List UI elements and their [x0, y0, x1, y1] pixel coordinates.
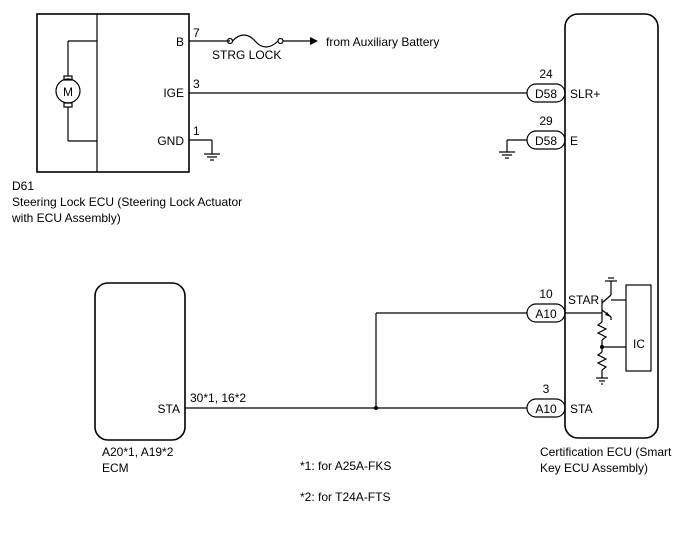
steering-lock-ecu-box [36, 13, 190, 173]
cert-ecu-desc-line1: Certification ECU (Smart [540, 445, 672, 459]
ic-box [625, 284, 652, 372]
pin-24-number: 24 [539, 67, 553, 81]
pin-gnd-label: GND [157, 134, 184, 148]
pin-sta-label: STA [570, 402, 592, 416]
fuse-label: STRG LOCK [212, 48, 281, 62]
steering-ecu-desc-line1: Steering Lock ECU (Steering Lock Actuato… [12, 195, 242, 209]
pin-ige-number: 3 [193, 77, 200, 91]
connector-label: D58 [535, 134, 557, 148]
connector-d58-slr: D58 [526, 83, 566, 103]
motor-icon: M [55, 40, 97, 142]
e-ground-wire [499, 139, 527, 159]
source-label: from Auxiliary Battery [326, 35, 439, 49]
note-2: *2: for T24A-FTS [300, 490, 390, 504]
cert-ecu-desc-line2: Key ECU Assembly) [540, 461, 648, 475]
pin-b-label: B [176, 35, 184, 49]
connector-a10-star: A10 [526, 303, 566, 323]
pin-slr-label: SLR+ [570, 87, 600, 101]
note-1: *1: for A25A-FKS [300, 459, 391, 473]
connector-d58-e: D58 [526, 130, 566, 150]
connector-label: A10 [535, 402, 557, 416]
transistor-icon [565, 277, 626, 320]
steering-ecu-desc-line2: with ECU Assembly) [11, 211, 121, 225]
ic-label: IC [633, 337, 645, 351]
pin-e-label: E [570, 134, 578, 148]
certification-ecu-box [564, 13, 659, 439]
resistor-icon [596, 318, 626, 385]
pin-b-number: 7 [193, 26, 200, 40]
connector-label: D58 [535, 87, 557, 101]
sta-wire [185, 312, 527, 410]
pin-ige-label: IGE [163, 86, 184, 100]
pin-10-number: 10 [539, 287, 553, 301]
ecm-name: ECM [102, 461, 129, 475]
connector-a10-sta: A10 [526, 398, 566, 418]
steering-ecu-code: D61 [12, 179, 34, 193]
motor-label: M [63, 85, 73, 99]
ecm-box [94, 282, 186, 441]
pin-29-number: 29 [539, 114, 553, 128]
gnd-wire [189, 139, 220, 161]
pin-star-label: STAR [568, 293, 599, 307]
ecm-sta-label: STA [158, 402, 180, 416]
arrow-icon [310, 37, 318, 45]
connector-label: A10 [535, 307, 557, 321]
pin-gnd-number: 1 [193, 124, 200, 138]
ecm-pin-numbers: 30*1, 16*2 [190, 391, 246, 405]
b-power-wire [189, 34, 318, 48]
pin-3-number: 3 [543, 382, 550, 396]
ecm-code: A20*1, A19*2 [102, 445, 174, 459]
